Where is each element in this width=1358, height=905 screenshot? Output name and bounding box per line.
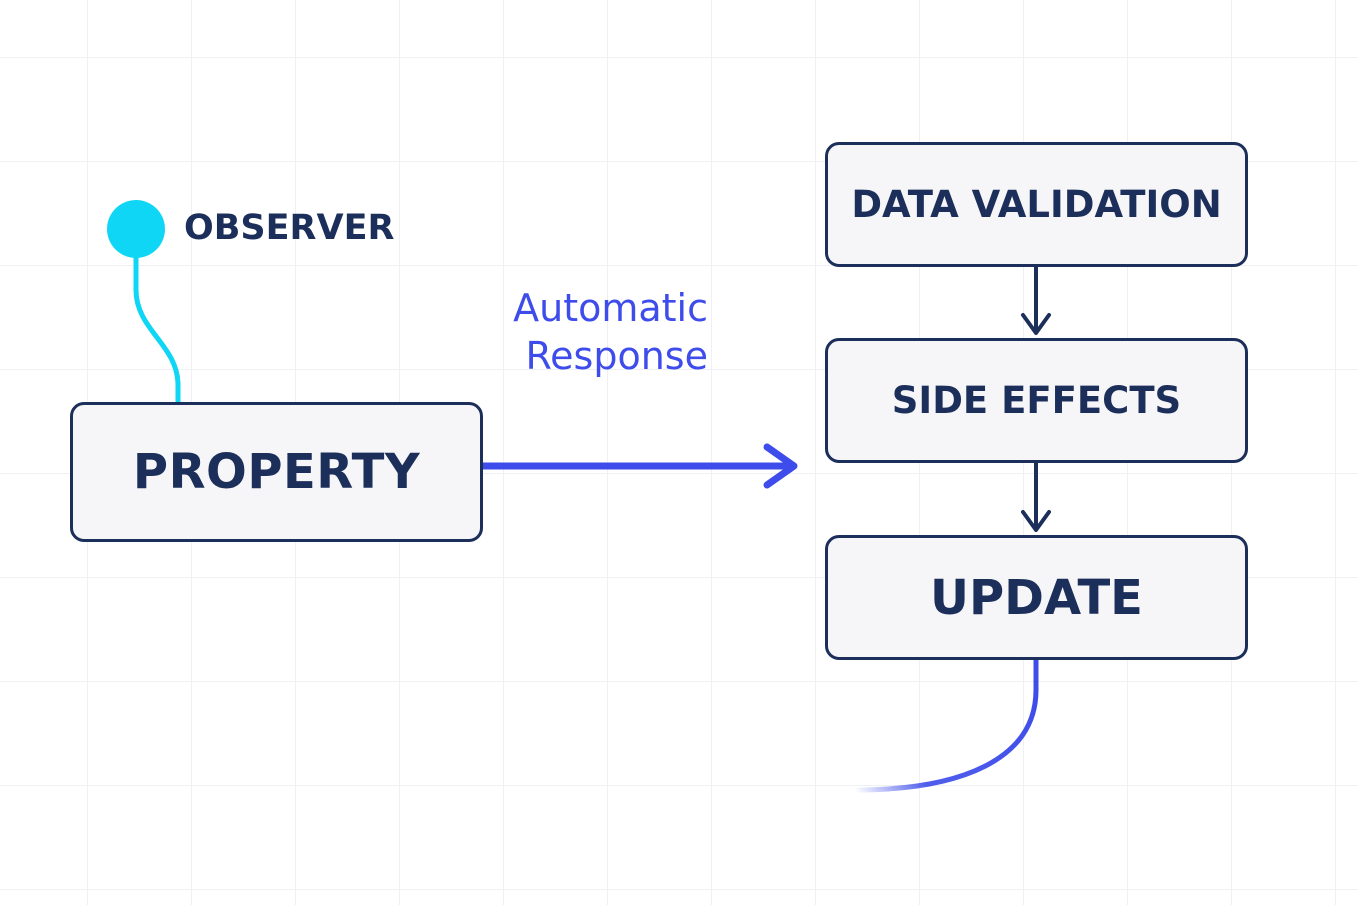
property-box: PROPERTY (70, 402, 483, 542)
step-arrowhead-icon-1 (1021, 313, 1051, 335)
observer-connector-line (133, 237, 181, 407)
property-label: PROPERTY (132, 444, 421, 500)
data-validation-box: DATA VALIDATION (825, 142, 1248, 267)
observer-label: OBSERVER (184, 208, 395, 248)
automatic-response-line-2: Response (525, 334, 708, 378)
update-label: UPDATE (930, 569, 1143, 626)
side-effects-label: SIDE EFFECTS (891, 379, 1182, 422)
side-effects-box: SIDE EFFECTS (825, 338, 1248, 463)
update-box: UPDATE (825, 535, 1248, 660)
data-validation-label: DATA VALIDATION (851, 183, 1222, 226)
observer-dot-icon (107, 200, 165, 258)
automatic-response-label: Automatic Response (470, 284, 708, 380)
update-trail-curve (852, 657, 1039, 793)
step-arrowhead-icon-2 (1021, 510, 1051, 532)
automatic-response-line-1: Automatic (513, 286, 708, 330)
response-arrowhead-icon (763, 443, 798, 489)
